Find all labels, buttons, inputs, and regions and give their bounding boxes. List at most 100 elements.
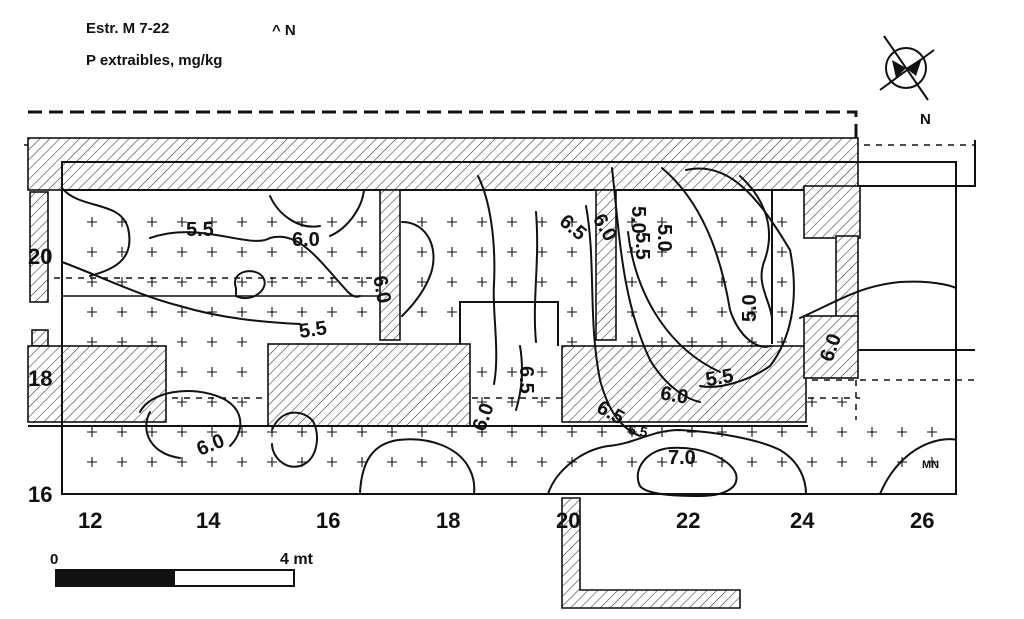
wall-block-center bbox=[267, 343, 471, 427]
sample-point-marker bbox=[207, 247, 217, 257]
sample-point-marker bbox=[207, 307, 217, 317]
sample-point-marker bbox=[87, 337, 97, 347]
northeast-extension bbox=[858, 140, 976, 187]
sample-point-marker bbox=[477, 427, 487, 437]
sample-point-marker bbox=[267, 247, 277, 257]
wall-partition-2 bbox=[595, 189, 617, 341]
contour-line bbox=[234, 270, 266, 299]
compass-north-label: N bbox=[920, 111, 931, 128]
sample-point-marker bbox=[597, 427, 607, 437]
scale-start-label: 0 bbox=[50, 551, 58, 568]
sample-point-marker bbox=[537, 217, 547, 227]
contour-label: 6.5 bbox=[515, 366, 537, 394]
scale-bar-filled bbox=[56, 570, 174, 586]
sample-point-marker bbox=[537, 397, 547, 407]
sample-point-marker bbox=[867, 427, 877, 437]
contour-line bbox=[271, 411, 318, 468]
sample-point-marker bbox=[267, 277, 277, 287]
sample-point-marker bbox=[837, 457, 847, 467]
x-tick-label: 14 bbox=[196, 508, 221, 533]
sample-point-marker bbox=[87, 277, 97, 287]
sample-point-marker bbox=[717, 217, 727, 227]
contour-label: 6.0 bbox=[659, 382, 690, 408]
sample-point-marker bbox=[117, 307, 127, 317]
sample-point-marker bbox=[837, 427, 847, 437]
sample-point-marker bbox=[657, 337, 667, 347]
contour-line bbox=[661, 167, 771, 348]
sample-point-marker bbox=[717, 247, 727, 257]
sample-point-marker bbox=[927, 457, 937, 467]
sample-point-marker bbox=[807, 397, 817, 407]
wall-southwest bbox=[27, 345, 167, 423]
sample-point-marker bbox=[477, 457, 487, 467]
sample-point-marker bbox=[237, 457, 247, 467]
sample-point-marker bbox=[597, 457, 607, 467]
sample-point-marker bbox=[627, 457, 637, 467]
sample-point-marker bbox=[447, 247, 457, 257]
sample-point-marker bbox=[777, 277, 787, 287]
contour-label: 5.5 bbox=[298, 317, 329, 343]
sample-point-marker bbox=[207, 217, 217, 227]
contour-line bbox=[636, 446, 738, 497]
sample-point-marker bbox=[657, 307, 667, 317]
sample-point-marker bbox=[177, 427, 187, 437]
contour-label: 6.0 bbox=[469, 400, 499, 434]
sample-point-marker bbox=[417, 247, 427, 257]
sample-point-marker bbox=[357, 457, 367, 467]
sample-point-marker bbox=[747, 277, 757, 287]
contour-line bbox=[799, 280, 957, 319]
contour-line bbox=[685, 167, 795, 388]
contour-label: 5.0 bbox=[739, 294, 761, 322]
contours bbox=[61, 167, 957, 497]
sample-point-marker bbox=[177, 217, 187, 227]
sample-point-marker bbox=[117, 427, 127, 437]
sample-point-marker bbox=[447, 277, 457, 287]
sample-point-marker bbox=[327, 277, 337, 287]
x-tick-label: 18 bbox=[436, 508, 460, 533]
scale-bar-empty bbox=[173, 569, 295, 587]
sample-point-marker bbox=[177, 457, 187, 467]
wall-south-annex bbox=[561, 497, 741, 609]
sample-point-marker bbox=[567, 277, 577, 287]
sample-point-marker bbox=[687, 247, 697, 257]
contour-line bbox=[61, 187, 131, 277]
sample-point-marker bbox=[117, 247, 127, 257]
sample-point-marker bbox=[477, 217, 487, 227]
sample-point-marker bbox=[87, 247, 97, 257]
x-tick-label: 20 bbox=[556, 508, 580, 533]
sample-point-marker bbox=[147, 307, 157, 317]
contour-line bbox=[401, 221, 435, 317]
sample-point-marker bbox=[207, 337, 217, 347]
sample-point-marker bbox=[417, 427, 427, 437]
sample-point-marker bbox=[447, 217, 457, 227]
scale-bar bbox=[55, 569, 295, 587]
x-tick-label: 12 bbox=[78, 508, 102, 533]
y-tick-label: 18 bbox=[28, 366, 52, 391]
sample-point-marker bbox=[417, 277, 427, 287]
contour-label: 7.0 bbox=[668, 447, 696, 469]
sample-point-marker bbox=[567, 217, 577, 227]
sample-point-marker bbox=[657, 247, 667, 257]
contour-line bbox=[739, 175, 773, 319]
contour-line bbox=[145, 411, 181, 459]
sample-point-marker bbox=[567, 307, 577, 317]
sample-point-marker bbox=[207, 397, 217, 407]
contour-label: 5.5 bbox=[704, 365, 735, 391]
sample-point-marker bbox=[477, 367, 487, 377]
sample-point-marker bbox=[627, 337, 637, 347]
wall-block-east bbox=[561, 345, 807, 423]
sample-point-marker bbox=[147, 457, 157, 467]
wall-east bbox=[835, 235, 859, 319]
contour-label: 6.5 bbox=[555, 210, 590, 245]
sample-point-marker bbox=[327, 307, 337, 317]
contour-label: 6.5 bbox=[627, 421, 649, 440]
contour-line bbox=[585, 205, 641, 437]
contour-line bbox=[477, 175, 498, 385]
contour-line bbox=[269, 195, 321, 228]
sample-point-marker bbox=[747, 427, 757, 437]
sample-point-marker bbox=[267, 217, 277, 227]
x-tick-label: 16 bbox=[316, 508, 340, 533]
sample-point-marker bbox=[507, 367, 517, 377]
sample-point-marker bbox=[237, 367, 247, 377]
